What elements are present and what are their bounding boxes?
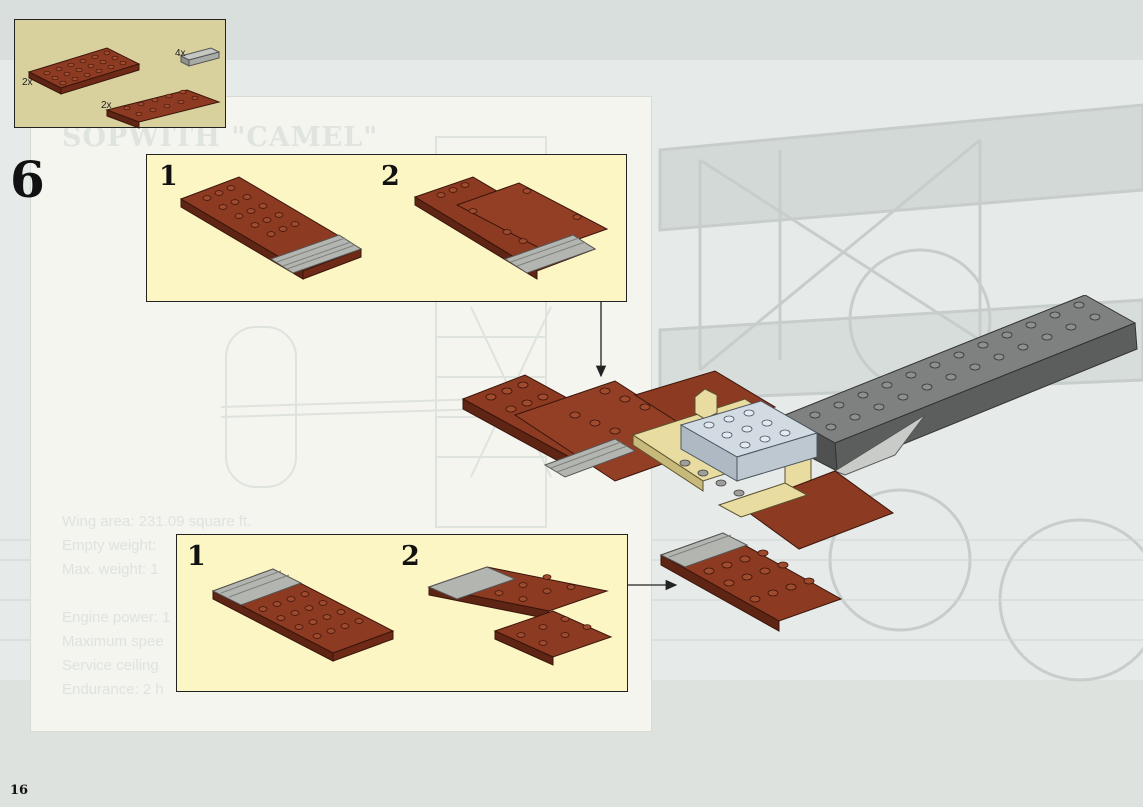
substep-label: 2 <box>381 161 400 192</box>
aircraft-specs: Wing area: 231.09 square ft. Empty weigh… <box>62 510 251 702</box>
main-assembly-model <box>461 295 1138 632</box>
lower-subassembly-box: 1 2 <box>176 534 628 692</box>
part-qty: 2x <box>101 100 112 111</box>
substep-label: 2 <box>401 541 420 572</box>
part-qty: 2x <box>22 77 33 88</box>
spec-line: Engine power: 1 <box>62 609 171 626</box>
upper-subassembly-illustration <box>179 176 609 280</box>
substep-label: 1 <box>187 541 206 572</box>
lower-subassembly-illustration <box>211 566 613 666</box>
page-number: 16 <box>10 783 29 798</box>
spec-line: Maximum spee <box>62 633 164 650</box>
parts-list-box: 2x 4x 2x <box>14 19 226 129</box>
spec-line: Endurance: 2 h <box>62 681 164 698</box>
substep-label: 1 <box>159 161 178 192</box>
upper-subassembly-box: 1 2 <box>146 154 627 302</box>
part-qty: 4x <box>175 48 186 59</box>
spec-line: Service ceiling <box>62 657 159 674</box>
spec-line: Wing area: 231.09 square ft. <box>62 513 252 530</box>
step-number: 6 <box>10 150 45 209</box>
parts-illustration <box>27 47 221 129</box>
spec-line: Empty weight: <box>62 537 157 554</box>
spec-line: Max. weight: 1 <box>62 561 159 578</box>
